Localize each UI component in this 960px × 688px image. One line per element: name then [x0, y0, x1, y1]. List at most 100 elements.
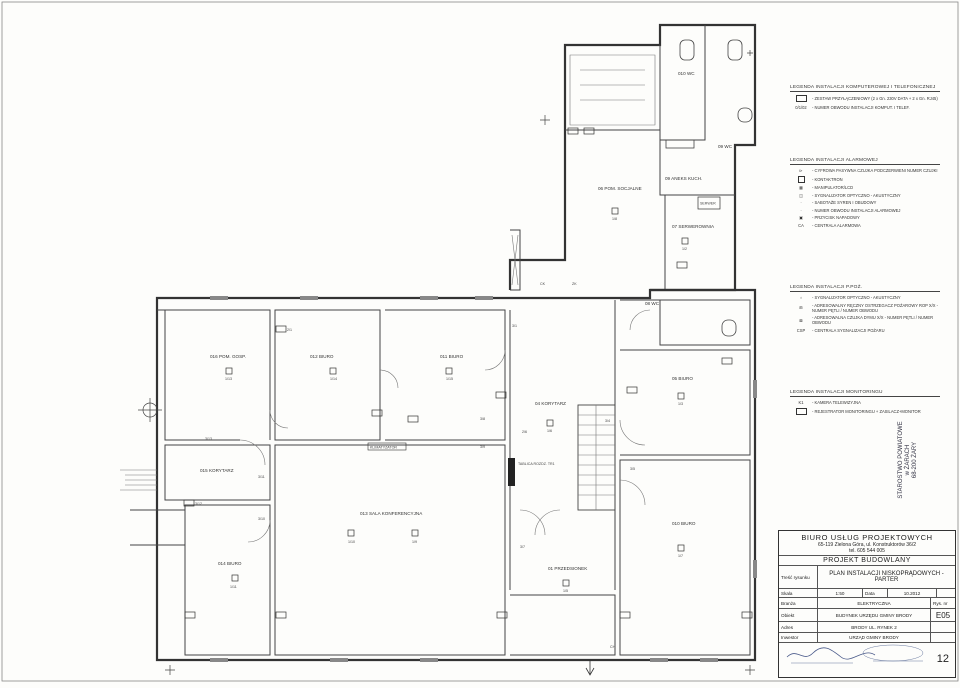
device-symbols — [183, 127, 753, 619]
tag-3-10: 3/10 — [258, 517, 265, 521]
tag-2-6: 2/6 — [522, 430, 527, 434]
klimatyzator-label: KLIMATYZATOR — [370, 446, 397, 450]
tag-ck: CK — [540, 282, 546, 286]
legend-row: ♁ - SYGNALIZATOR OPTYCZNO - AKUSTYCZNY — [790, 295, 940, 300]
scale-row: Skala 1:50 Data 10.2012 — [779, 589, 955, 598]
legend-row: - ZESTAW PRZYŁĄCZENIOWY (2 x Gn. 230V DA… — [790, 95, 940, 102]
outlet-set-icon — [790, 95, 812, 102]
legend-row: · - NUMER OBWODU INSTALACJI ALARMOWEJ — [790, 208, 940, 213]
tag-3-7: 3/7 — [520, 545, 525, 549]
date-value: 10.2012 — [888, 589, 937, 597]
signature-area: 12 — [779, 643, 955, 667]
tag-3-13: 3/13 — [205, 437, 212, 441]
legend-text: - ZESTAW PRZYŁĄCZENIOWY (2 x Gn. 230V DA… — [812, 96, 938, 101]
tamper-icon: · — [800, 200, 802, 205]
room-05: 05 BIURO — [672, 376, 693, 381]
date-label: Data — [863, 589, 888, 597]
room-labels: 016 POM. GOSP. 012 BIURO 011 BIURO 04 KO… — [200, 71, 733, 571]
company-address: 65-119 Zielona Góra, ul. Konstruktorów 3… — [817, 542, 917, 548]
room-013: 013 SALA KONFERENCYJNA — [360, 511, 423, 516]
object-value: BUDYNEK URZĘDU GMINY BRODY — [818, 609, 931, 621]
object-label: Obiekt — [779, 609, 818, 621]
pir-sensor-icon: ⊳ — [799, 168, 803, 173]
tag-1-9: 1/9 — [412, 540, 417, 544]
contactron-icon — [790, 175, 812, 183]
tablica-label: TABLICA ROZDZ. TR1 — [518, 462, 555, 466]
tag-1-10: 1/10 — [348, 540, 355, 544]
tag-3-5: 3/5 — [630, 467, 635, 471]
legend-text: - SYGNALIZATOR OPTYCZNO - AKUSTYCZNY — [812, 192, 901, 198]
room-016: 016 POM. GOSP. — [210, 354, 246, 359]
panic-button-icon: ▣ — [799, 215, 803, 220]
legend-text: - MANIPULATOR/LCD — [812, 185, 854, 190]
site-address: BRODY UL. RYNEK 2 — [818, 622, 931, 632]
crosshair-marks — [138, 50, 755, 675]
legend-monitoring-title: LEGENDA INSTALACJI MONITORINGU — [790, 390, 940, 397]
legend-row: CA - CENTRALA ALARMOWA — [790, 223, 940, 228]
keypad-icon: ▦ — [799, 185, 803, 190]
scale-value: 1:50 — [818, 589, 863, 597]
tag-1-8: 1/8 — [612, 217, 617, 221]
investor-value: URZĄD GMINY BRODY — [818, 633, 931, 642]
legend-text: - ADRESOWALNY RĘCZNY OSTRZEGACZ POŻAROWY… — [812, 302, 939, 313]
address-row: Adres BRODY UL. RYNEK 2 — [779, 622, 955, 633]
tag-1-6: 1/6 — [547, 429, 552, 433]
legend-row: ⊠ - ADRESOWALNA CZUJKA DYMU X/X - NUMER … — [790, 315, 940, 325]
room-08: 08 WC — [645, 301, 660, 306]
sanitary-fixtures — [665, 39, 753, 337]
legend-alarm-title: LEGENDA INSTALACJI ALARMOWEJ — [790, 158, 940, 165]
content-label: Treść rysunku — [779, 566, 818, 588]
legend-text: - ADRESOWALNA CZUJKA DYMU X/X - NUMER PĘ… — [812, 315, 934, 325]
legend-computer-title: LEGENDA INSTALACJI KOMPUTEROWEJ I TELEFO… — [790, 85, 940, 92]
siren-icon: ◫ — [799, 192, 803, 198]
legend-row: ⊞ - ADRESOWALNY RĘCZNY OSTRZEGACZ POŻARO… — [790, 303, 940, 313]
tag-1-13: 1/13 — [225, 377, 232, 381]
legend-text: - NUMER OBWODU INSTALACJI KOMPUT. I TELE… — [812, 104, 910, 110]
camera-icon: K1 — [798, 400, 804, 405]
legend-text: - CENTRALA ALARMOWA — [812, 222, 861, 228]
recorder-icon — [790, 407, 812, 415]
drawing-no-label: Rys. nr — [933, 600, 948, 606]
legend-row: ⊳ - CYFROWA PASYWNA CZUJKA PODCZERWIENI … — [790, 168, 940, 173]
manual-call-point-icon: ⊞ — [799, 305, 803, 310]
investor-label: Inwestor — [779, 633, 818, 642]
drawing-content: PLAN INSTALACJI NISKOPRĄDOWYCH - PARTER — [829, 571, 944, 583]
branch-row: Branża ELEKTRYCZNA Rys. nr — [779, 598, 955, 609]
room-011: 011 BIURO — [440, 354, 464, 359]
official-stamp: STAROSTWO POWIATOWE w ŻARACH 68-200 ŻARY — [898, 420, 919, 500]
room-06: 06 POM. SOCJALNE — [598, 186, 642, 191]
drawing-number: E05 — [935, 610, 951, 620]
legend-computer: LEGENDA INSTALACJI KOMPUTEROWEJ I TELEFO… — [790, 85, 940, 112]
legend-row: 0/1/02 - NUMER OBWODU INSTALACJI KOMPUT.… — [790, 105, 940, 110]
content-row: Treść rysunku PLAN INSTALACJI NISKOPRĄDO… — [779, 566, 955, 589]
tag-ch: CH — [610, 645, 616, 649]
windows — [210, 296, 757, 662]
staircase — [577, 404, 616, 511]
legend-row: CSP - CENTRALA SYGNALIZACJI POŻARU — [790, 328, 940, 333]
legend-text: - CENTRALA SYGNALIZACJI POŻARU — [812, 327, 885, 333]
legend-text: - PRZYCISK NAPADOWY — [812, 215, 860, 220]
circuit-tags: 1/13 1/14 1/15 1/10 1/9 1/11 1/2 1/3 1/5… — [195, 217, 687, 649]
legend-text: - CYFROWA PASYWNA CZUJKA PODCZERWIENI NU… — [812, 168, 938, 173]
investor-row: Inwestor URZĄD GMINY BRODY — [779, 633, 955, 643]
stamp-line: STAROSTWO POWIATOWE — [898, 421, 904, 499]
branch-label: Branża — [779, 598, 818, 608]
room-09: 09 WC — [718, 144, 733, 149]
tag-2-1: 2/1 — [287, 328, 292, 332]
main-walls — [120, 288, 757, 662]
tag-zk: ZK — [572, 282, 577, 286]
room-014: 014 BIURO — [218, 561, 242, 566]
scale-label: Skala — [779, 589, 818, 597]
tag-3-4: 3/4 — [605, 419, 610, 423]
circuit-number-icon: · — [800, 207, 802, 213]
legend-ppoz-title: LEGENDA INSTALACJI P.POŻ. — [790, 285, 940, 292]
company-name: BIURO USŁUG PROJEKTOWYCH — [801, 533, 933, 542]
room-012: 012 BIURO — [310, 354, 334, 359]
switchboard — [508, 458, 515, 486]
fire-panel-icon: CSP — [796, 327, 806, 333]
tag-3-8: 3/8 — [480, 417, 485, 421]
legend-row: K1 - KAMERA TELEWIZYJNA — [790, 400, 940, 405]
legend-ppoz: LEGENDA INSTALACJI P.POŻ. ♁ - SYGNALIZAT… — [790, 285, 940, 335]
legend-code: 0/1/02 — [795, 104, 807, 110]
